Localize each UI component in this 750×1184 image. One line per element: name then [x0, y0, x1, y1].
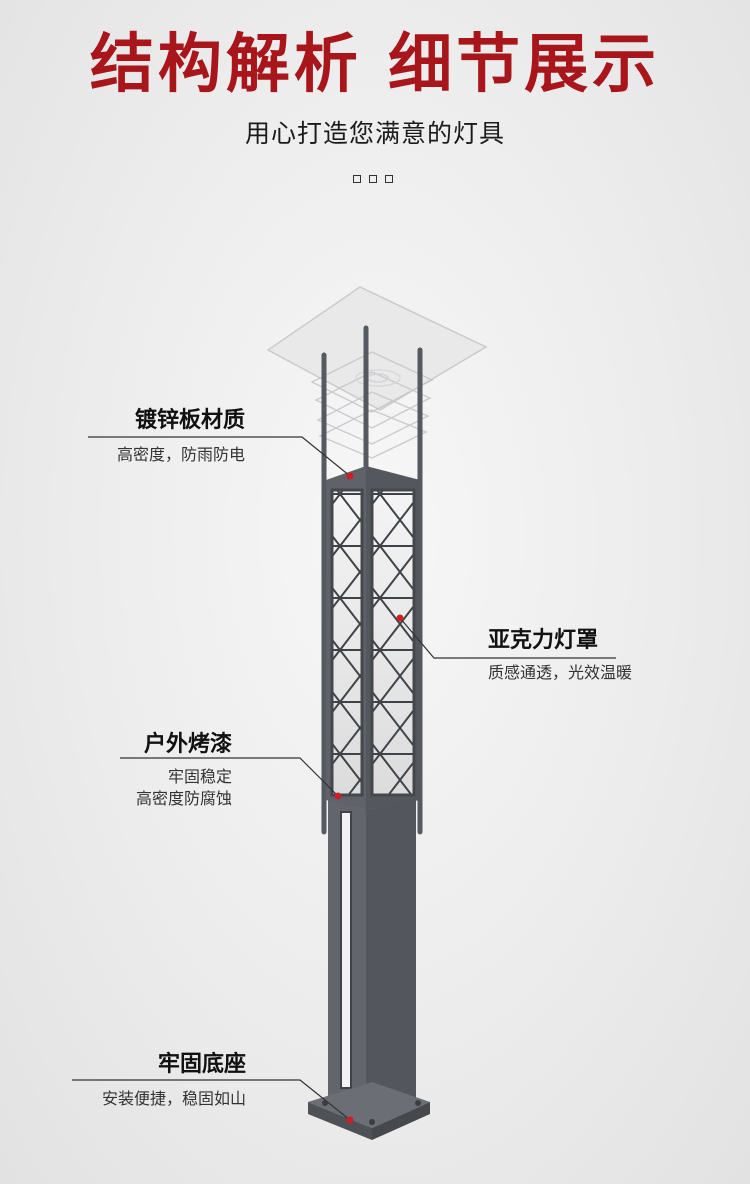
- page-subtitle: 用心打造您满意的灯具: [244, 119, 505, 148]
- cover-label: 亚克力灯罩: [488, 628, 599, 653]
- square-dot-icon: [353, 175, 361, 183]
- square-dot-icon: [369, 175, 377, 183]
- decorative-dots: [353, 175, 393, 183]
- material-label: 镀锌板材质: [134, 408, 245, 433]
- paint-desc-line2: 高密度防腐蚀: [135, 789, 232, 808]
- roof-plate: [266, 286, 488, 411]
- leader-lines: [72, 436, 616, 1121]
- square-dot-icon: [385, 175, 393, 183]
- base-plate: [308, 1082, 430, 1140]
- base-label: 牢固底座: [157, 1052, 246, 1077]
- marker-dots: [334, 472, 404, 1124]
- paint-desc-line1: 牢固稳定: [167, 767, 232, 786]
- page-title: 结构解析 细节展示: [89, 28, 661, 102]
- lantern-box: [326, 466, 420, 810]
- cover-desc: 质感通透，光效温暖: [488, 663, 633, 682]
- paint-label: 户外烤漆: [143, 732, 232, 757]
- exploded-layers: [310, 351, 434, 459]
- material-desc: 高密度，防雨防电: [116, 445, 245, 464]
- base-desc: 安装便捷，稳固如山: [101, 1089, 246, 1108]
- pole-shaft: [328, 800, 416, 1112]
